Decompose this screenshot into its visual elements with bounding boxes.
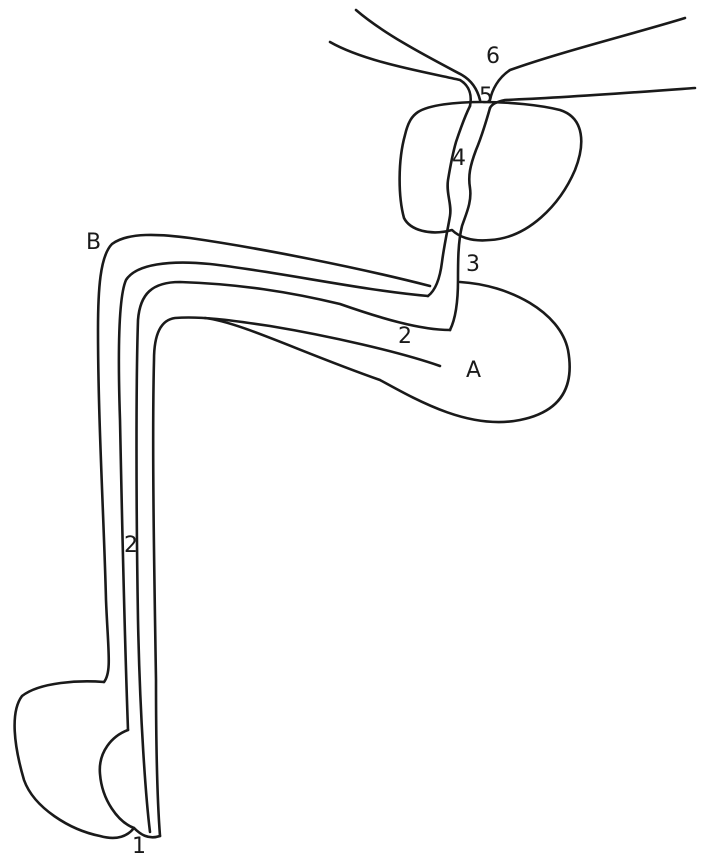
label-4: 4 (452, 148, 466, 170)
label-a: A (466, 360, 481, 382)
label-6: 6 (486, 46, 500, 68)
spongy-urethra-top (137, 282, 451, 832)
bladder-outline-right (490, 18, 685, 100)
glans-outline (15, 681, 160, 838)
label-1: 1 (132, 836, 146, 858)
bladder-outline-left-inner (330, 42, 471, 106)
label-2-shaft: 2 (124, 535, 138, 557)
label-3: 3 (466, 254, 480, 276)
label-2-bulb: 2 (398, 326, 412, 348)
prostate-outline (400, 102, 582, 240)
glans-inner-outline (100, 730, 134, 828)
shaft-inner-bottom (153, 317, 440, 836)
shaft-mid-top (119, 263, 428, 730)
prostatic-urethra-left-wall (428, 106, 470, 296)
bulb-outline (205, 282, 570, 422)
bladder-outline-right-inner (490, 88, 695, 108)
label-b: B (86, 232, 101, 254)
label-5: 5 (479, 86, 493, 108)
shaft-outer-top (98, 235, 430, 682)
bladder-outline-left (356, 10, 480, 100)
